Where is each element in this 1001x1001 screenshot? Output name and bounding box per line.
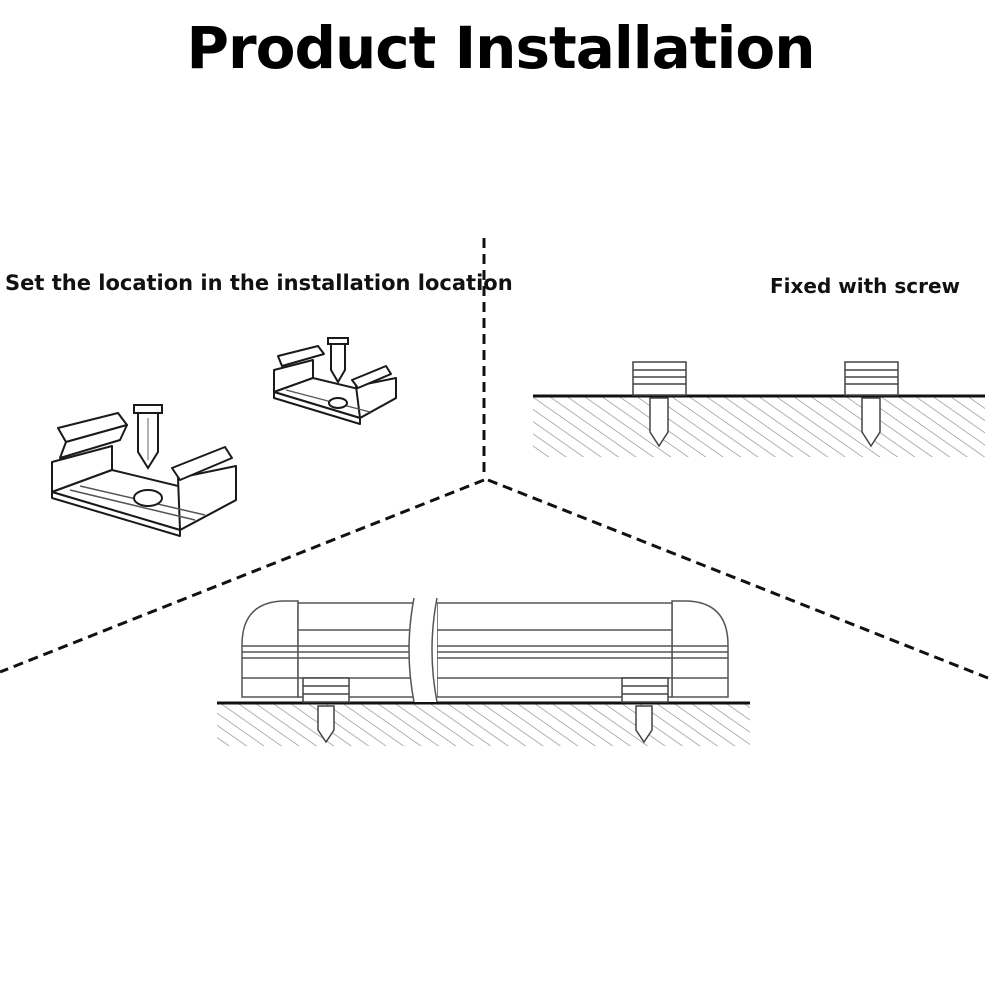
screw-icon bbox=[317, 705, 335, 744]
right-diagonal-divider bbox=[487, 478, 989, 680]
screw-icon bbox=[861, 397, 881, 448]
mounting-clip-large bbox=[51, 412, 237, 537]
screw-icon bbox=[635, 705, 653, 744]
clip-screw-step3-right bbox=[621, 677, 669, 744]
clip-screw-step2-right bbox=[844, 361, 899, 448]
screw-icon bbox=[649, 397, 669, 448]
page-title: Product Installation bbox=[186, 14, 816, 82]
clip-screw-step2-left bbox=[632, 361, 687, 448]
break-mark bbox=[408, 597, 438, 703]
ground-hatch-step3 bbox=[217, 701, 750, 746]
step2-label: Fixed with screw bbox=[770, 274, 961, 298]
clip-screw-step3-left bbox=[302, 677, 350, 744]
left-diagonal-divider bbox=[0, 478, 485, 674]
mounting-clip-small bbox=[273, 345, 397, 425]
screw-icon-small bbox=[327, 337, 349, 384]
ground-hatch-step2 bbox=[533, 394, 985, 457]
step1-label: Set the location in the installation loc… bbox=[5, 271, 513, 295]
screw-icon-large bbox=[133, 404, 163, 470]
section-dividers bbox=[0, 238, 989, 680]
